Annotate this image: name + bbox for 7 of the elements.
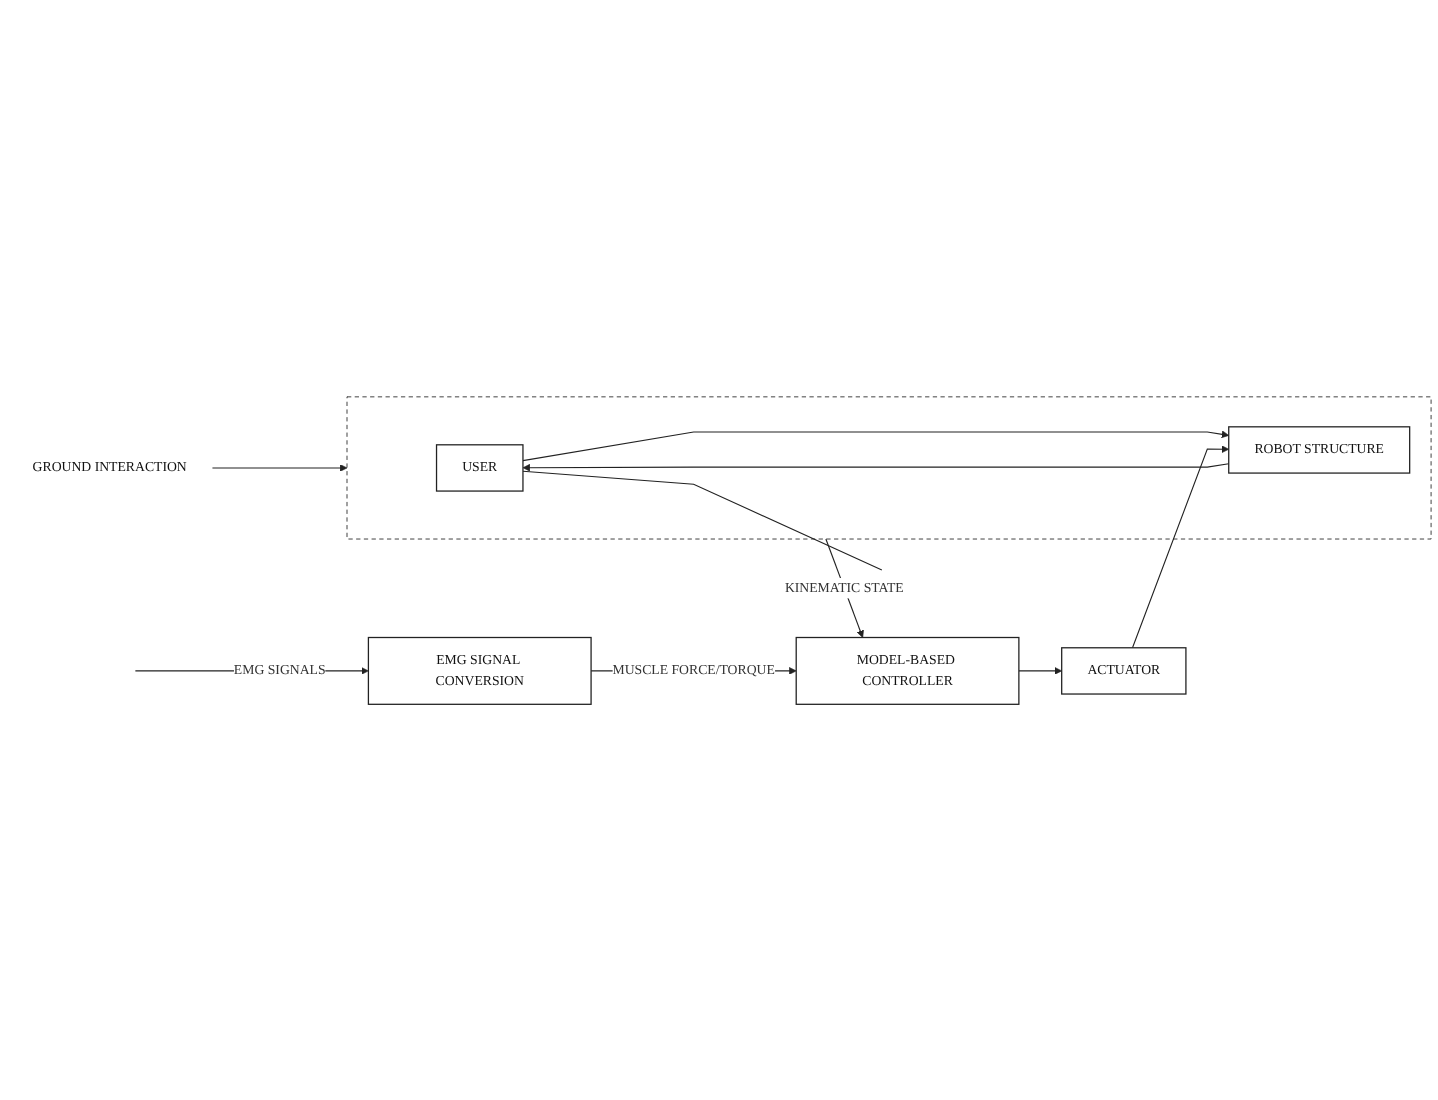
cluster xyxy=(346,395,1432,539)
arrow xyxy=(211,463,348,472)
arrow xyxy=(522,430,1230,461)
arrow xyxy=(1131,444,1230,648)
arrow xyxy=(1018,666,1063,675)
arrow xyxy=(522,462,1230,471)
connector xyxy=(522,470,883,571)
